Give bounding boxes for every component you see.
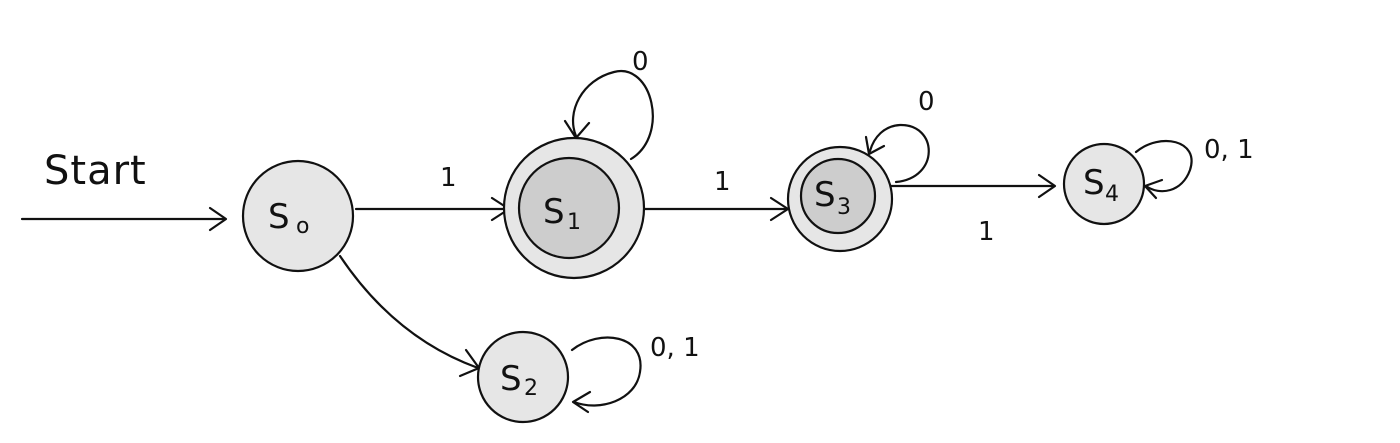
self-loop-s2 xyxy=(570,336,642,414)
state-s4-letter: S xyxy=(1083,163,1105,203)
state-s2-subscript: 2 xyxy=(524,376,538,401)
edge-s1-to-s3 xyxy=(642,196,790,222)
edge-s0-to-s2 xyxy=(338,254,481,378)
state-s1-letter: S xyxy=(543,192,565,232)
edge-label-s0-to-s1: 1 xyxy=(440,163,457,193)
state-s2: S 2 xyxy=(476,330,570,424)
state-s0: S o xyxy=(241,159,355,273)
state-s2-letter: S xyxy=(500,359,522,399)
loop-label-s2: 0, 1 xyxy=(650,333,700,363)
state-s3-subscript: 3 xyxy=(837,195,851,220)
state-s1-accepting: S 1 xyxy=(502,136,646,280)
edge-label-s3-to-s4: 1 xyxy=(978,217,995,247)
start-label: Start xyxy=(44,148,147,194)
edge-s0-to-s1 xyxy=(354,196,511,222)
state-s4: S 4 xyxy=(1062,142,1146,226)
state-s1-subscript: 1 xyxy=(567,210,581,235)
state-s3-letter: S xyxy=(814,175,836,215)
state-s3-accepting: S 3 xyxy=(786,145,894,253)
edge-label-s1-to-s3: 1 xyxy=(714,167,731,197)
edge-s3-to-s4 xyxy=(886,173,1057,199)
self-loop-s3 xyxy=(864,123,930,184)
loop-label-s3: 0 xyxy=(918,87,935,117)
start-arrow xyxy=(20,206,228,232)
loop-label-s4: 0, 1 xyxy=(1204,135,1254,165)
loop-label-s1: 0 xyxy=(632,47,649,77)
state-s4-subscript: 4 xyxy=(1105,182,1119,207)
state-s0-subscript: o xyxy=(296,214,309,239)
state-s0-letter: S xyxy=(268,197,290,237)
